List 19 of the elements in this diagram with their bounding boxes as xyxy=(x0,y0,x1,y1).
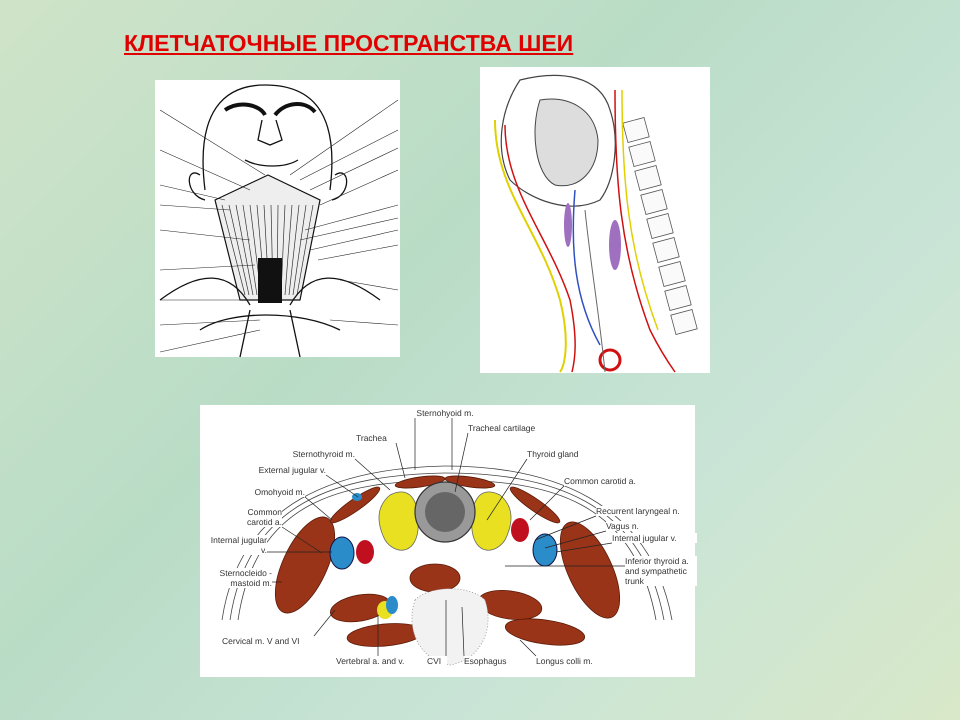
leader-line xyxy=(396,442,406,478)
leader-line xyxy=(462,606,464,656)
leader-line xyxy=(282,526,322,554)
leader-line xyxy=(520,640,536,656)
leader-line xyxy=(304,496,332,520)
leader-line xyxy=(556,542,612,552)
leader-line xyxy=(454,432,468,492)
leader-line xyxy=(326,474,358,498)
callout-label: Internal jugular v. xyxy=(612,533,697,543)
slide-title: КЛЕТЧАТОЧНЫЕ ПРОСТРАНСТВА ШЕИ xyxy=(124,30,574,57)
leader-line xyxy=(486,458,528,520)
leader-line xyxy=(544,530,606,548)
leader-line xyxy=(414,418,416,470)
callout-label: Inferior thyroid a. and sympathetic trunk xyxy=(625,556,697,586)
leader-line xyxy=(354,458,390,490)
leader-line xyxy=(530,486,564,520)
leader-line xyxy=(534,516,596,540)
callout-label: CVI xyxy=(427,656,447,666)
leader-line xyxy=(314,610,336,636)
